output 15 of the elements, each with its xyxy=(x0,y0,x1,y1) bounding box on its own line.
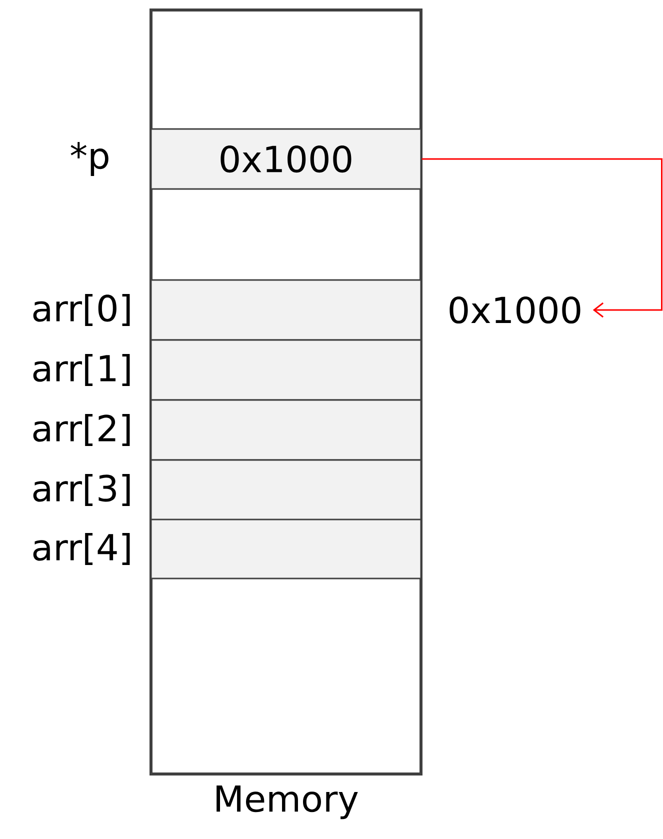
address-text: 0x1000 xyxy=(450,296,580,324)
memory-cell xyxy=(150,518,422,580)
variable-label: *p xyxy=(70,142,108,176)
arrow xyxy=(422,158,662,318)
variable-label: arr[3] xyxy=(33,474,130,506)
node-label: Memory xyxy=(216,786,358,820)
variable-label: arr[2] xyxy=(33,414,130,446)
memory-cell: 0x1000 xyxy=(150,128,422,190)
memory-cell xyxy=(150,339,422,401)
memory-cell xyxy=(150,399,422,461)
memory-cell xyxy=(150,279,422,341)
variable-label: arr[0] xyxy=(33,294,130,326)
variable-label: arr[4] xyxy=(33,533,130,565)
memory-cell xyxy=(150,459,422,521)
variable-label: arr[1] xyxy=(33,354,130,386)
